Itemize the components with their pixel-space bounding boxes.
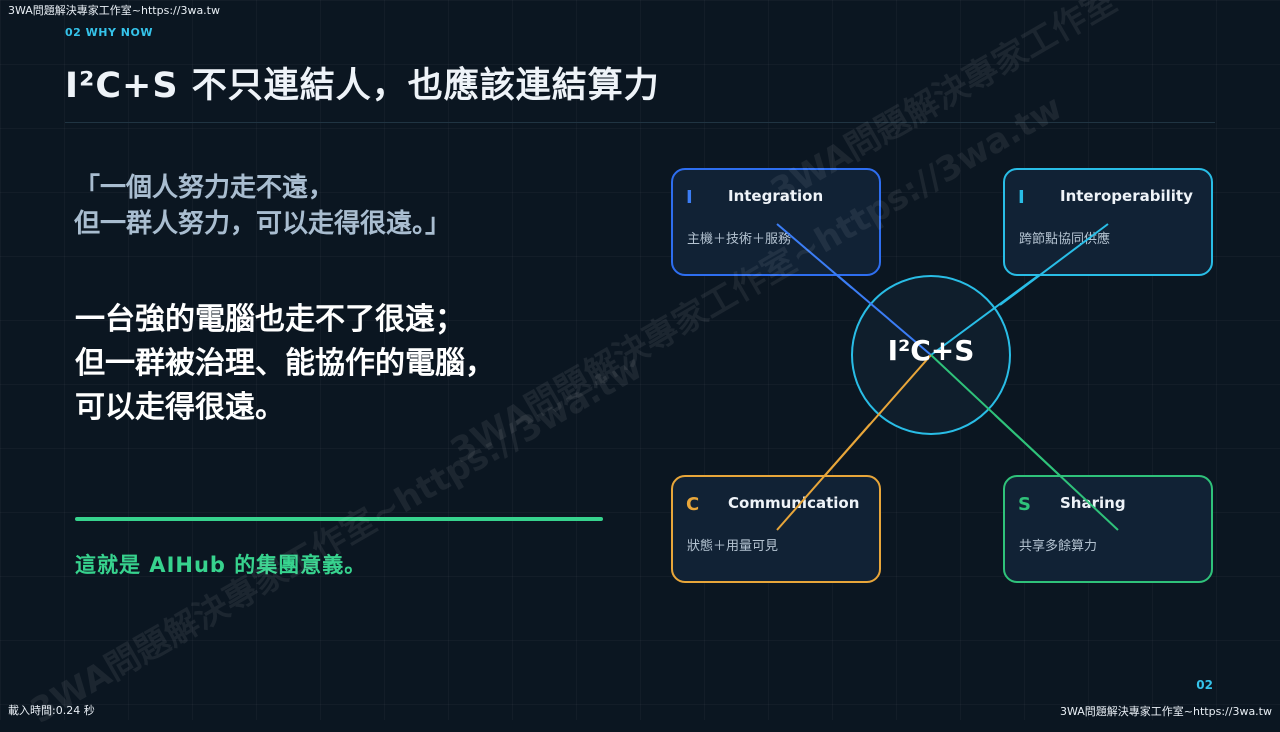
page-number: 02 [1196, 678, 1213, 692]
section-label: 02 WHY NOW [65, 26, 153, 39]
title-divider [65, 122, 1215, 123]
node-letter: C [686, 494, 700, 515]
node-desc: 主機＋技術＋服務 [687, 232, 792, 247]
node-name: Interoperability [1060, 187, 1193, 205]
node-letter: S [1018, 494, 1031, 515]
node-desc: 共享多餘算力 [1019, 539, 1098, 554]
accent-divider [75, 517, 603, 521]
node-interoperability: I Interoperability 跨節點協同供應 [1003, 168, 1213, 276]
node-desc: 狀態＋用量可見 [687, 539, 779, 554]
page-title: I²C+S 不只連結人，也應該連結算力 [65, 66, 660, 106]
node-letter: I [1018, 187, 1025, 208]
bottom-watermark: 3WA問題解決專家工作室~https://3wa.tw [1060, 705, 1272, 718]
conclusion-text: 這就是 AIHub 的集團意義。 [75, 553, 367, 577]
quote-block: 「一個人努力走不遠， 但一群人努力，可以走得很遠。」 [74, 170, 451, 242]
statement-line: 可以走得很遠。 [75, 390, 285, 425]
node-desc: 跨節點協同供應 [1019, 232, 1111, 247]
quote-line: 但一群人努力，可以走得很遠。」 [74, 209, 452, 239]
quote-line: 「一個人努力走不遠， [74, 173, 335, 203]
node-name: Integration [728, 187, 824, 205]
center-label: I²C+S [887, 334, 975, 367]
node-communication: C Communication 狀態＋用量可見 [671, 475, 881, 583]
node-name: Sharing [1060, 494, 1126, 512]
node-sharing: S Sharing 共享多餘算力 [1003, 475, 1213, 583]
diagonal-watermark: 3WA問題解決專家工作室~https://3wa.tw [444, 87, 1070, 472]
statement-block: 一台強的電腦也走不了很遠； 但一群被治理、能協作的電腦， 可以走得很遠。 [75, 298, 495, 430]
load-time: 載入時間:0.24 秒 [8, 704, 95, 717]
statement-line: 一台強的電腦也走不了很遠； [75, 302, 465, 337]
node-name: Communication [728, 494, 860, 512]
top-watermark: 3WA問題解決專家工作室~https://3wa.tw [8, 4, 220, 17]
statement-line: 但一群被治理、能協作的電腦， [75, 346, 495, 381]
node-letter: I [686, 187, 693, 208]
